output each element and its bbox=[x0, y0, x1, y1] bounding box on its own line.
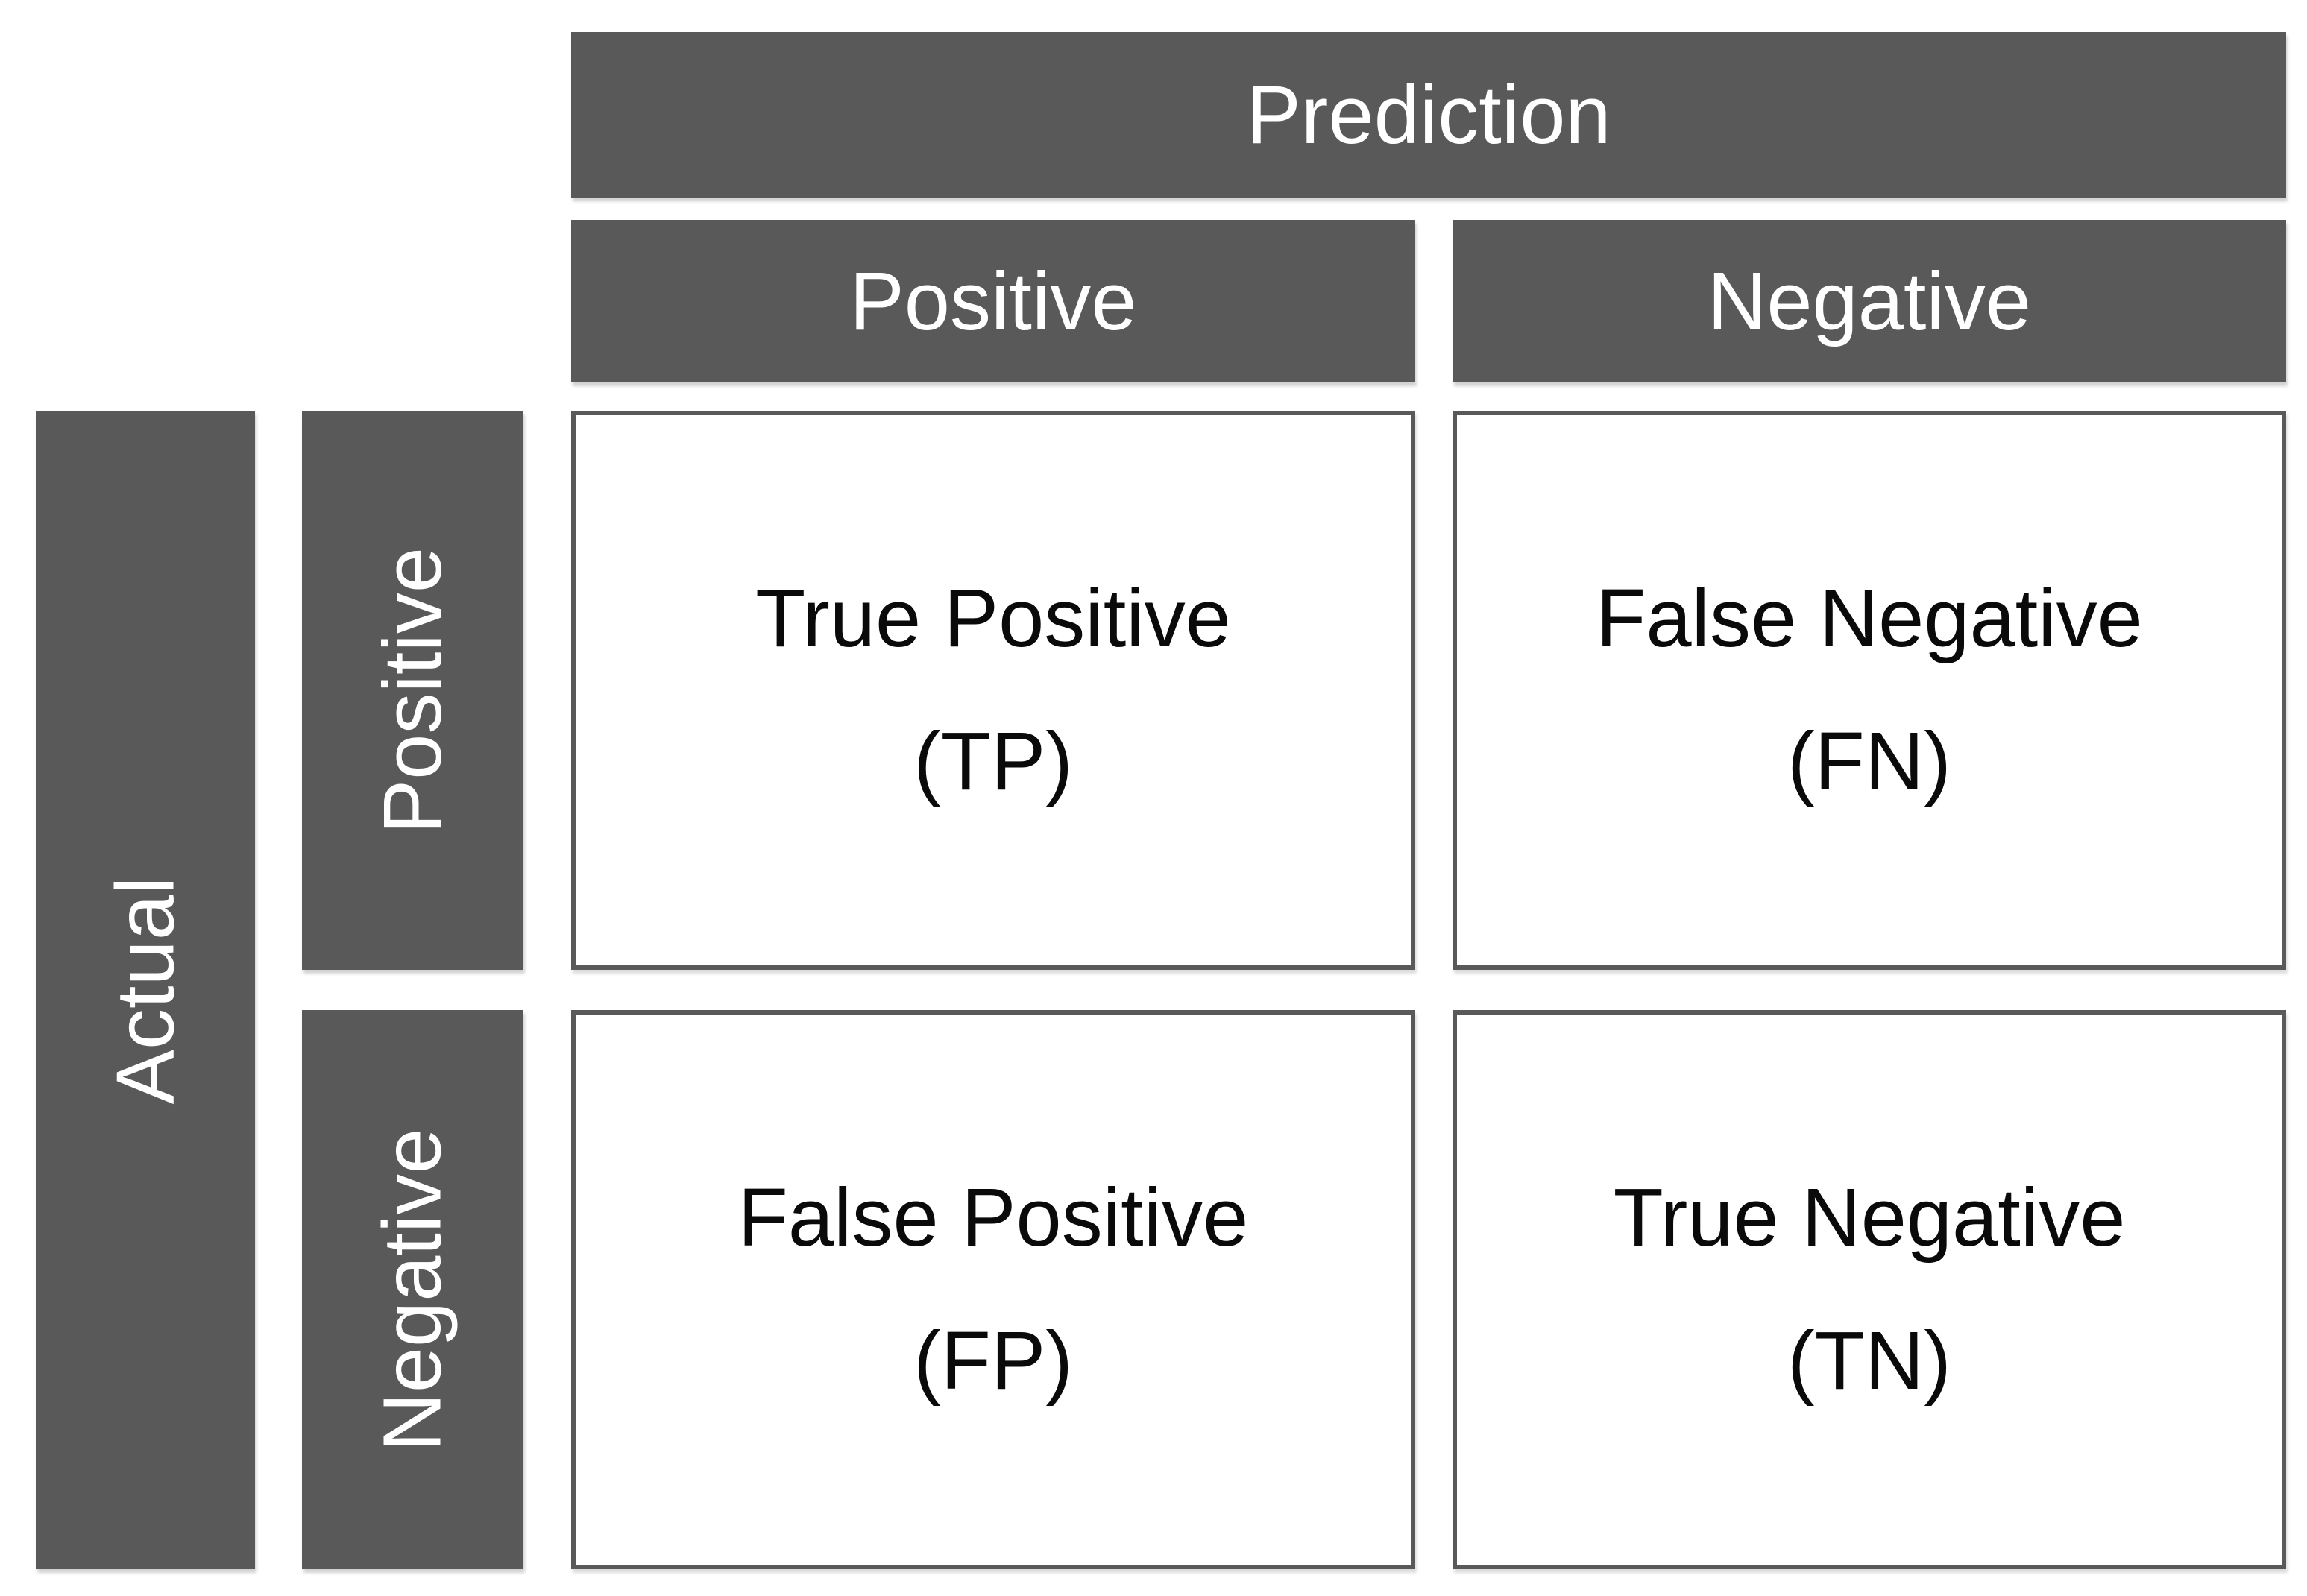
cell-true-positive-abbr: (TP) bbox=[913, 716, 1073, 807]
cell-false-negative: False Negative (FN) bbox=[1453, 411, 2286, 970]
row-header-negative-label: Negative bbox=[367, 1127, 459, 1452]
actual-axis-label: Actual bbox=[99, 876, 192, 1104]
column-header-predicted-negative: Negative bbox=[1453, 220, 2286, 382]
cell-true-negative-abbr: (TN) bbox=[1787, 1315, 1951, 1407]
prediction-axis-header: Prediction bbox=[571, 32, 2286, 198]
cell-false-positive-abbr: (FP) bbox=[913, 1315, 1073, 1407]
cell-true-positive-label: True Positive bbox=[755, 572, 1231, 664]
row-header-actual-positive: Positive bbox=[302, 411, 523, 970]
row-header-positive-label: Positive bbox=[367, 546, 459, 834]
column-header-positive-label: Positive bbox=[849, 255, 1137, 347]
prediction-axis-label: Prediction bbox=[1246, 69, 1611, 161]
cell-false-negative-label: False Negative bbox=[1596, 572, 2143, 664]
cell-true-negative: True Negative (TN) bbox=[1453, 1010, 2286, 1569]
cell-false-negative-abbr: (FN) bbox=[1787, 716, 1951, 807]
row-header-actual-negative: Negative bbox=[302, 1010, 523, 1569]
cell-true-positive: True Positive (TP) bbox=[571, 411, 1415, 970]
cell-false-positive-label: False Positive bbox=[737, 1171, 1249, 1264]
column-header-predicted-positive: Positive bbox=[571, 220, 1415, 382]
actual-axis-header: Actual bbox=[36, 411, 255, 1569]
cell-false-positive: False Positive (FP) bbox=[571, 1010, 1415, 1569]
column-header-negative-label: Negative bbox=[1707, 255, 2032, 347]
cell-true-negative-label: True Negative bbox=[1613, 1171, 2126, 1264]
